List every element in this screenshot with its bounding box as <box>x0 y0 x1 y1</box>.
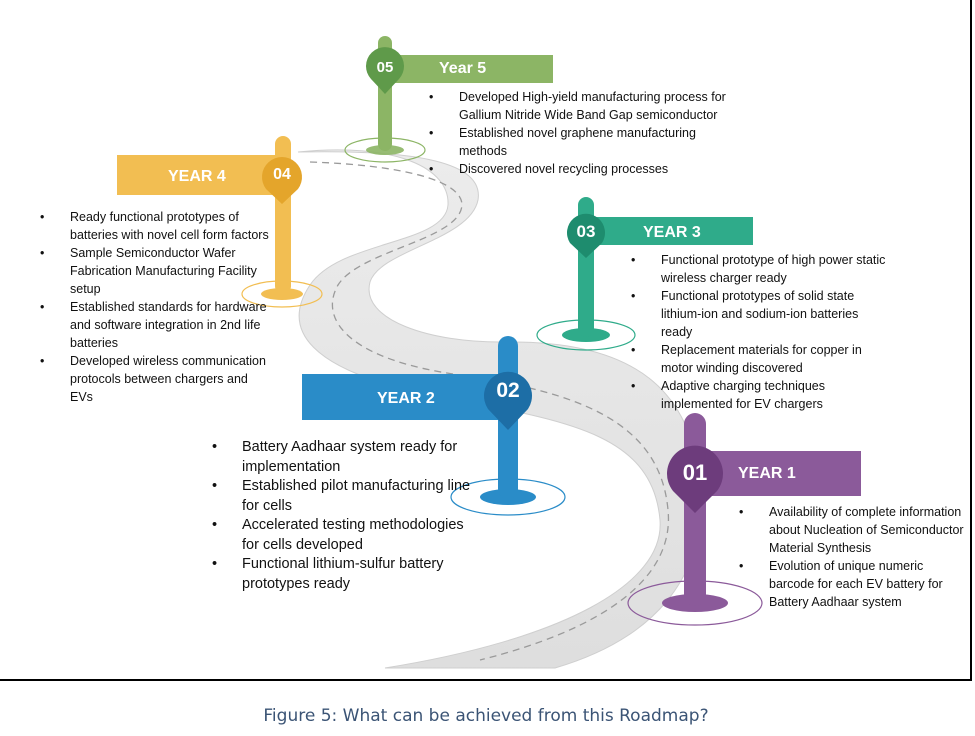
year-4-title: YEAR 4 <box>168 168 226 185</box>
year-1-title: YEAR 1 <box>738 465 796 482</box>
list-item: Established standards for hardware and s… <box>38 298 273 352</box>
year-1-list: Availability of complete information abo… <box>737 503 965 611</box>
figure-frame <box>0 0 972 681</box>
list-item: Established pilot manufacturing line for… <box>210 477 478 516</box>
year-3-banner <box>594 217 753 245</box>
year-4-list: Ready functional prototypes of batteries… <box>38 208 273 406</box>
year-1-number: 01 <box>682 460 708 485</box>
year-1-banner <box>706 451 861 496</box>
year-4-pin-icon <box>262 157 302 204</box>
year-5-list: Developed High-yield manufacturing proce… <box>427 88 727 178</box>
year-5-banner <box>392 55 553 83</box>
figure-caption: Figure 5: What can be achieved from this… <box>263 706 709 726</box>
year-4-banner <box>117 155 283 195</box>
milestone-year-2 <box>302 336 566 516</box>
roadmap-diagram <box>117 36 861 669</box>
year-2-pin-icon <box>484 371 533 430</box>
year-3-pin-icon <box>567 213 605 258</box>
list-item: Functional lithium-sulfur battery protot… <box>210 555 478 594</box>
year-2-title: YEAR 2 <box>377 390 435 407</box>
list-item: Availability of complete information abo… <box>737 503 965 557</box>
year-3-number: 03 <box>576 222 596 241</box>
list-item: Functional prototypes of solid state lit… <box>629 287 887 341</box>
year-2-number: 02 <box>496 379 520 402</box>
list-item: Evolution of unique numeric barcode for … <box>737 557 965 611</box>
year-2-banner <box>302 374 498 420</box>
list-item: Functional prototype of high power stati… <box>629 251 887 287</box>
list-item: Accelerated testing methodologies for ce… <box>210 516 478 555</box>
year-2-list: Battery Aadhaar system ready for impleme… <box>210 438 478 594</box>
list-item: Developed High-yield manufacturing proce… <box>427 88 727 124</box>
milestone-year-3 <box>536 197 753 351</box>
year-5-number: 05 <box>376 59 394 76</box>
list-item: Developed wireless communication protoco… <box>38 352 273 406</box>
winding-road <box>297 149 702 669</box>
year-5-pin-icon <box>366 47 404 94</box>
year-5-title: Year 5 <box>439 60 487 77</box>
list-item: Discovered novel recycling processes <box>427 160 727 178</box>
year-4-number: 04 <box>273 166 291 183</box>
year-3-title: YEAR 3 <box>643 224 701 241</box>
year-3-list: Functional prototype of high power stati… <box>629 251 887 413</box>
milestone-year-1 <box>627 413 861 626</box>
list-item: Adaptive charging techniques implemented… <box>629 377 887 413</box>
list-item: Battery Aadhaar system ready for impleme… <box>210 438 478 477</box>
list-item: Established novel graphene manufacturing… <box>427 124 727 160</box>
list-item: Sample Semiconductor Wafer Fabrication M… <box>38 244 273 298</box>
list-item: Replacement materials for copper in moto… <box>629 341 887 377</box>
year-1-pin-icon <box>667 445 723 513</box>
list-item: Ready functional prototypes of batteries… <box>38 208 273 244</box>
milestone-year-5 <box>344 36 553 163</box>
